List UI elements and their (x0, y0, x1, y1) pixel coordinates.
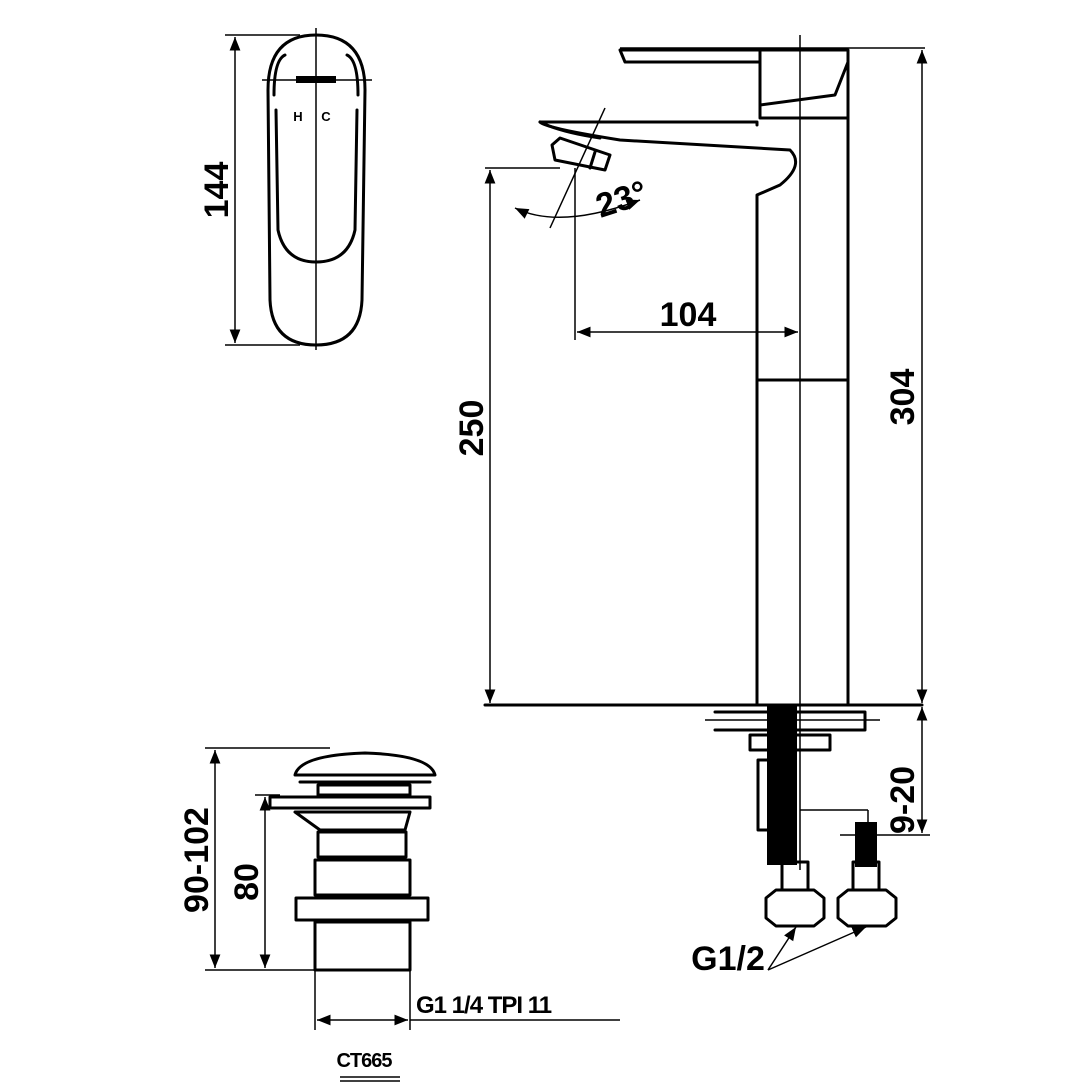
dim-handle-height: 144 (198, 162, 236, 219)
model-label: CT665 (336, 1050, 392, 1072)
hot-mark: H (293, 109, 302, 124)
drain-thread-spec: G1 1/4 TPI 11 (416, 992, 552, 1019)
dim-total-height: 304 (884, 369, 922, 426)
dim-spout-angle: 23° (591, 174, 652, 226)
inlet-thread-label: G1/2 (691, 940, 765, 978)
inlet-connector-right (836, 860, 898, 928)
angle-arc (514, 199, 641, 219)
dim-spout-reach: 104 (660, 296, 717, 334)
faucet-side-view: 250 304 9-20 104 23° G1/2 (453, 35, 930, 978)
dim-drain-total: 90-102 (178, 807, 216, 913)
dim-drain-body: 80 (228, 863, 266, 901)
dim-deck-thickness: 9-20 (884, 766, 922, 834)
cold-mark: C (321, 109, 331, 124)
brand-logo (296, 76, 336, 83)
dim-spout-height: 250 (453, 400, 491, 457)
handle-front-view: H C 144 (198, 28, 372, 350)
drain-view: 90-102 80 G1 1/4 TPI 11 CT665 (178, 747, 620, 1082)
inlet-connector-left (764, 860, 826, 928)
